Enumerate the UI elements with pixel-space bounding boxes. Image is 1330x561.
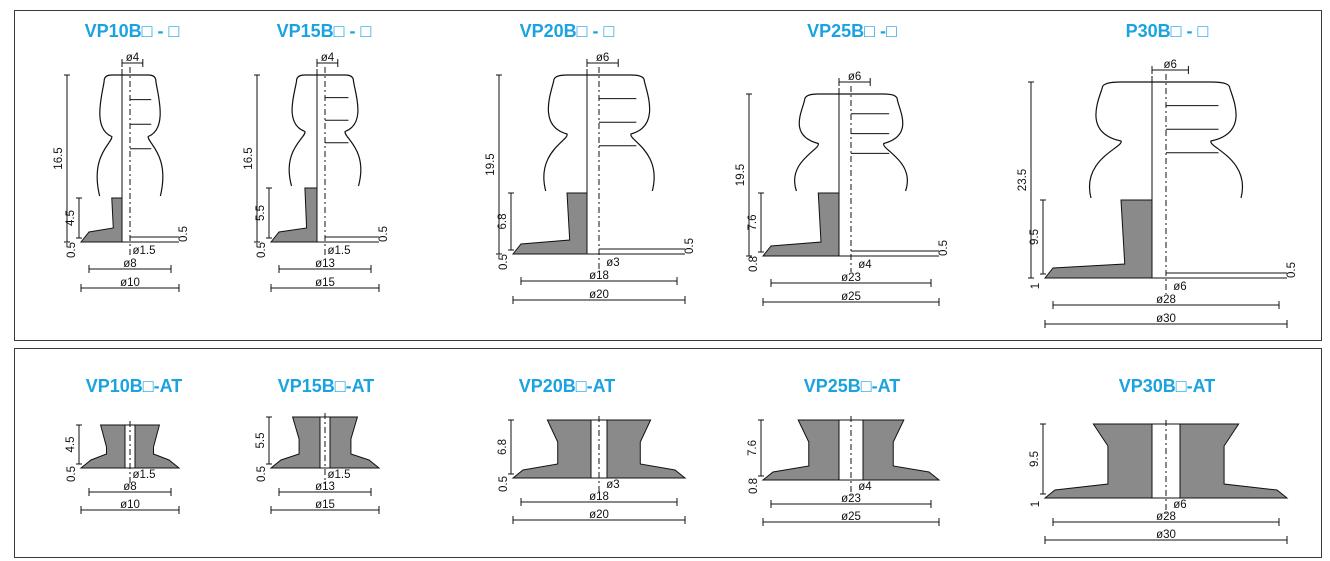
pad-4-bellows-outline <box>1088 81 1244 199</box>
pad-1-dim-lip-right: 0.5 <box>378 226 390 242</box>
adapter-0-dim-outer-label: ø10 <box>120 499 140 511</box>
pad-1-dim-base-label: 5.5 <box>255 205 267 221</box>
title-vp20-at: VP20B□-AT <box>518 376 616 396</box>
pad-1-dim-inner-label: ø13 <box>315 258 335 270</box>
title-vp15-at: VP15B□-AT <box>277 376 375 396</box>
adapter-3-dim-outer-label: ø25 <box>841 511 861 523</box>
pad-0-dim-top-label: ø4 <box>126 52 140 64</box>
pad-1-dim-top-label: ø4 <box>321 52 335 64</box>
pad-2-dim-outer-label: ø20 <box>589 289 609 301</box>
adapter-3-dim-bore: ø4 <box>858 481 872 493</box>
pad-4-dim-top-label: ø6 <box>1163 59 1176 71</box>
pad-4-dim-inner-label: ø28 <box>1156 294 1176 306</box>
pad-3-dim-bore: ø4 <box>858 259 872 271</box>
adapter-1-dim-lip: 0.5 <box>256 466 268 482</box>
pad-2-dim-top-label: ø6 <box>596 52 609 64</box>
adapter-0-dim-base-label: 4.5 <box>65 437 77 453</box>
top-strip <box>0 0 1330 10</box>
pad-3-dim-inner-label: ø23 <box>841 272 861 284</box>
adapter-4-dim-outer-label: ø30 <box>1156 529 1176 541</box>
pad-3-dim-outer-label: ø25 <box>841 291 861 303</box>
adapter-2-dim-base-label: 6.8 <box>497 439 509 455</box>
title-vp20: VP20B□ - □ <box>519 21 615 41</box>
adapter-4-dim-bore: ø6 <box>1173 499 1186 511</box>
adapter-4-dim-inner-label: ø28 <box>1156 511 1176 523</box>
pad-0-dim-base-label: 4.5 <box>65 210 77 226</box>
pad-0-bellows-outline <box>96 74 164 197</box>
pad-3-dim-height-label: 19.5 <box>735 164 747 186</box>
pad-4-dim-base-label: 9.5 <box>1029 229 1041 245</box>
pad-1-bellows-outline <box>288 74 362 187</box>
pad-2-dim-inner-label: ø18 <box>589 270 609 282</box>
title-vp10-at: VP10B□-AT <box>85 376 183 396</box>
pad-1-dim-height-label: 16.5 <box>243 147 255 169</box>
pad-3-dim-lip-right: 0.5 <box>938 240 950 256</box>
pad-2-dim-base-label: 6.8 <box>497 214 509 230</box>
pad-4-dim-lip: 1 <box>1030 283 1042 289</box>
pad-1-dim-lip: 0.5 <box>256 242 268 258</box>
pad-2-dim-height-label: 19.5 <box>485 153 497 175</box>
pad-2-dim-bore: ø3 <box>606 257 619 269</box>
pad-4-dim-lip-right: 0.5 <box>1286 262 1298 278</box>
adapter-1-dim-base-label: 5.5 <box>255 433 267 449</box>
title-vp30: P30B□ - □ <box>1125 21 1209 41</box>
adapter-4-dim-lip: 1 <box>1030 501 1042 507</box>
pad-0-dim-lip: 0.5 <box>66 242 78 258</box>
title-vp25: VP25B□ -□ <box>807 21 897 41</box>
pad-2-dim-lip-right: 0.5 <box>684 238 696 254</box>
adapter-1-dim-inner-label: ø13 <box>315 481 335 493</box>
pad-4-rubber-section <box>1043 199 1153 279</box>
title-vp25-at: VP25B□-AT <box>803 376 901 396</box>
adapter-1-dim-outer-label: ø15 <box>315 499 335 511</box>
pad-2-bellows-outline <box>543 74 655 192</box>
pad-1-rubber-section <box>269 187 318 243</box>
pad-4-dim-height-label: 23.5 <box>1017 169 1029 191</box>
pad-3-dim-top-label: ø6 <box>848 71 861 83</box>
adapter-4-dim-base-label: 9.5 <box>1029 451 1041 467</box>
pad-0-dim-outer-label: ø10 <box>120 277 140 289</box>
adapter-1-dim-bore: ø1.5 <box>327 469 350 481</box>
pad-2-dim-lip: 0.5 <box>498 254 510 270</box>
adapter-2-dim-bore: ø3 <box>606 479 619 491</box>
title-vp30-at: VP30B□-AT <box>1118 376 1216 396</box>
adapter-3-dim-inner-label: ø23 <box>841 493 861 505</box>
pad-0-dim-inner-label: ø8 <box>123 258 136 270</box>
pad-3-dim-lip: 0.8 <box>748 256 760 272</box>
pad-0-dim-height-label: 16.5 <box>53 147 65 169</box>
adapter-3-dim-base-label: 7.6 <box>747 440 759 456</box>
adapter-2-dim-lip: 0.5 <box>498 476 510 492</box>
pad-3-bellows-outline <box>794 93 908 192</box>
standard-pads-panel <box>14 10 1322 341</box>
title-vp10: VP10B□ - □ <box>84 21 180 41</box>
adapter-2-dim-outer-label: ø20 <box>589 509 609 521</box>
adapter-3-dim-lip: 0.8 <box>748 478 760 494</box>
pad-1-dim-outer-label: ø15 <box>315 277 335 289</box>
adapter-2-dim-inner-label: ø18 <box>589 491 609 503</box>
pad-3-rubber-section <box>761 192 840 257</box>
pad-3-dim-base-label: 7.6 <box>747 215 759 231</box>
pad-4-dim-bore: ø6 <box>1173 281 1186 293</box>
adapter-0-dim-inner-label: ø8 <box>123 481 136 493</box>
adapter-pads-panel <box>14 348 1322 558</box>
pad-4-dim-outer-label: ø30 <box>1156 313 1176 325</box>
pad-1-dim-bore: ø1.5 <box>327 245 350 257</box>
pad-0-dim-bore: ø1.5 <box>132 245 155 257</box>
adapter-0-dim-lip: 0.5 <box>66 466 78 482</box>
title-vp15: VP15B□ - □ <box>276 21 372 41</box>
pad-2-rubber-section <box>511 192 588 255</box>
adapter-0-dim-bore: ø1.5 <box>132 469 155 481</box>
pad-0-dim-lip-right: 0.5 <box>178 226 190 242</box>
pad-0-rubber-section <box>79 197 123 243</box>
